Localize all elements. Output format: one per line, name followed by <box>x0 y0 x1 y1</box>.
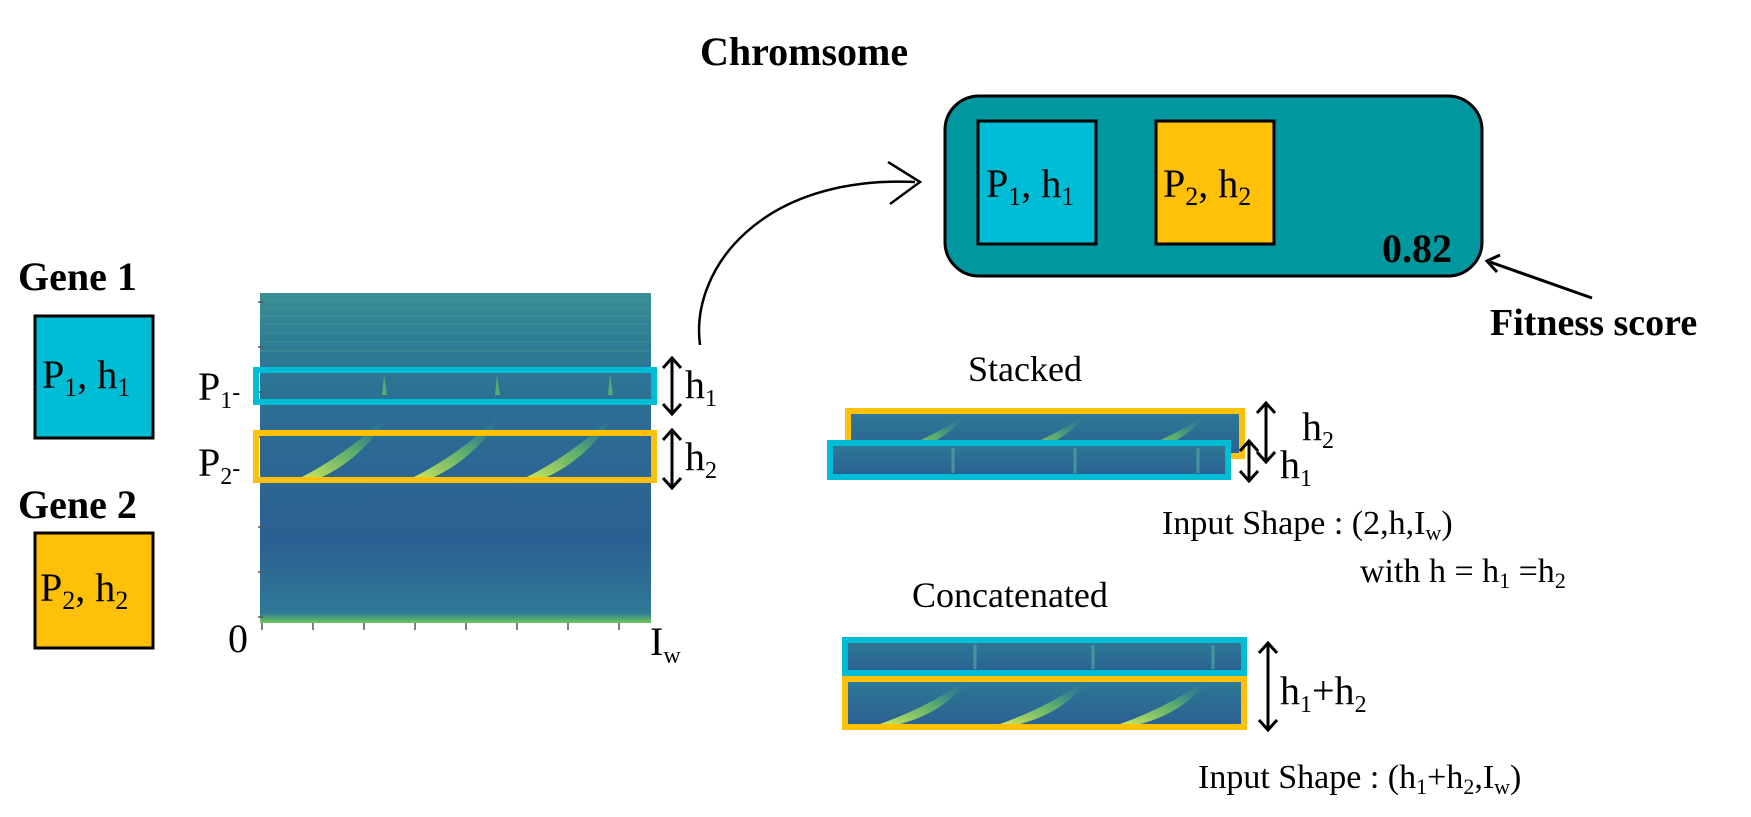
stacked-h2-arrow <box>1255 400 1277 465</box>
h2-arrow <box>661 427 683 491</box>
chromosome-title: Chromsome <box>700 29 908 74</box>
gene1-label: P1, h1 <box>42 352 130 402</box>
spectrogram-chirps <box>300 375 613 478</box>
h1-label: h1 <box>685 362 717 412</box>
band-p2-highlight <box>253 430 657 483</box>
chirp-3 <box>525 420 612 478</box>
concatenated-h-label: h1+h2 <box>1280 668 1367 718</box>
fitness-arrow <box>1489 260 1593 300</box>
stacked-input-shape: Input Shape : (2,h,Iw) <box>1162 505 1453 545</box>
gene1-title: Gene 1 <box>18 254 137 299</box>
gene2-box <box>33 531 155 650</box>
origin-label: 0 <box>228 616 248 661</box>
spectrogram-x-ticks <box>261 623 620 630</box>
curved-arrow-head <box>887 160 923 206</box>
concatenated-title: Concatenated <box>912 575 1108 615</box>
stacked-h1-label: h1 <box>1280 442 1312 492</box>
stacked-front-strip <box>827 440 1231 480</box>
chirp-2 <box>412 420 499 478</box>
stacked-title: Stacked <box>968 349 1082 389</box>
h2-label: h2 <box>685 434 717 484</box>
gene2-label: P2, h2 <box>40 565 128 615</box>
curved-arrow <box>697 180 916 346</box>
gene2-title: Gene 2 <box>18 482 137 527</box>
chromosome-gene2-box <box>1154 119 1276 246</box>
chromosome-gene1-box <box>976 119 1098 246</box>
concatenated-bottom-strip <box>842 676 1247 730</box>
fitness-score-label: Fitness score <box>1490 302 1697 344</box>
h1-arrow <box>661 355 683 417</box>
concatenated-top-strip <box>842 637 1247 676</box>
chromosome-gene1-label: P1, h1 <box>986 161 1074 211</box>
stacked-h1-arrow <box>1238 438 1260 484</box>
concatenated-input-shape: Input Shape : (h1+h2,Iw) <box>1198 759 1521 799</box>
spectrogram-noise-lines <box>260 299 651 352</box>
gene1-box <box>33 314 155 440</box>
fitness-score-value: 0.82 <box>1382 226 1452 271</box>
p2-label: P2- <box>198 440 240 490</box>
concatenated-arrow <box>1257 640 1279 733</box>
band-p1-highlight <box>253 367 657 405</box>
chromosome-gene2-label: P2, h2 <box>1163 161 1251 211</box>
stacked-h2-label: h2 <box>1302 404 1334 454</box>
width-label: Iw <box>650 619 681 669</box>
chirp-1 <box>300 420 386 478</box>
p1-label: P1- <box>198 364 240 414</box>
stacked-with-constraint: with h = h1 =h2 <box>1360 553 1566 593</box>
fitness-arrow-head <box>1484 253 1501 274</box>
spectrogram <box>253 293 657 630</box>
